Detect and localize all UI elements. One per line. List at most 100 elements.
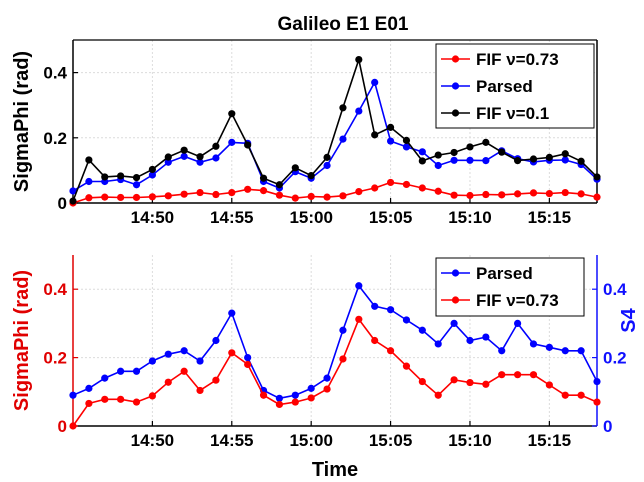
data-point (371, 302, 379, 310)
data-point (561, 391, 569, 399)
series-line (72, 284, 598, 400)
data-point (529, 340, 538, 348)
data-point (386, 137, 395, 145)
data-point (561, 150, 569, 158)
x-tick-label: 15:15 (528, 208, 571, 227)
data-point (69, 197, 77, 205)
data-point (514, 157, 522, 165)
data-point (259, 174, 268, 182)
data-point (339, 192, 347, 200)
data-point (529, 371, 538, 379)
x-tick-label: 15:10 (448, 431, 491, 450)
data-point (117, 367, 125, 375)
data-point (212, 154, 220, 162)
data-point (85, 194, 93, 202)
data-point (498, 148, 506, 156)
data-point (132, 181, 141, 189)
x-tick-label: 15:00 (289, 431, 332, 450)
data-point (466, 191, 474, 200)
data-point (323, 385, 331, 393)
data-point (466, 378, 474, 387)
data-point (402, 180, 411, 189)
chart-title: Galileo E1 E01 (278, 14, 409, 35)
data-point (85, 177, 93, 186)
x-tick-label: 14:55 (210, 431, 253, 450)
data-point (355, 107, 363, 115)
data-point (307, 192, 315, 201)
data-point (132, 193, 141, 202)
legend-box (435, 257, 585, 317)
data-point (418, 377, 426, 386)
data-point (482, 380, 490, 388)
data-point (180, 190, 188, 198)
x-axis-label: Time (312, 459, 358, 481)
data-point (545, 153, 553, 161)
y-axis-label: SigmaPhi (rad) (11, 51, 33, 192)
data-point (418, 326, 426, 334)
data-point (545, 381, 553, 389)
data-point (307, 384, 315, 392)
data-point (164, 192, 172, 200)
data-point (148, 392, 156, 400)
data-point (291, 398, 299, 406)
data-point (180, 367, 188, 375)
data-point (244, 141, 252, 149)
data-point (101, 173, 109, 181)
data-point (450, 156, 458, 164)
data-point (85, 399, 93, 408)
x-tick-label: 14:50 (131, 208, 174, 227)
data-point (148, 171, 156, 179)
x-tick-label: 14:50 (131, 431, 174, 450)
x-tick-label: 15:10 (448, 208, 491, 227)
data-point (259, 391, 268, 399)
data-point (355, 315, 363, 323)
data-point (386, 306, 395, 314)
data-point (323, 374, 331, 382)
data-point (593, 398, 601, 406)
series-line (72, 181, 598, 204)
data-point (85, 384, 93, 392)
series-line (72, 80, 598, 192)
x-tick-label: 15:05 (369, 431, 412, 450)
data-point (323, 161, 331, 170)
x-tick-label: 14:55 (210, 208, 253, 227)
data-point (101, 395, 109, 403)
data-point (466, 143, 474, 151)
data-point (339, 104, 347, 112)
data-point (101, 374, 109, 382)
data-point (275, 181, 284, 189)
data-point (180, 347, 188, 355)
data-point (132, 367, 141, 375)
data-point (482, 138, 490, 146)
data-point (371, 184, 379, 192)
legend-entry: FIF ν=0.73 (476, 291, 559, 310)
data-point (69, 422, 77, 430)
data-point (307, 394, 315, 402)
legend-swatch-marker (451, 109, 460, 117)
data-point (291, 164, 299, 172)
legend-swatch-marker (451, 82, 460, 90)
data-point (418, 148, 426, 156)
data-point (593, 377, 601, 386)
data-point (402, 362, 411, 370)
data-point (196, 357, 204, 365)
y-tick-label: 0.2 (43, 129, 67, 148)
data-point (244, 360, 252, 369)
data-point (228, 138, 236, 146)
data-point (355, 55, 363, 64)
data-point (593, 173, 601, 181)
data-point (386, 123, 395, 131)
data-point (196, 158, 204, 166)
y2-tick-label: 0 (603, 417, 612, 436)
data-point (434, 391, 442, 399)
data-point (196, 386, 204, 395)
data-point (164, 153, 172, 161)
data-point (529, 155, 538, 163)
data-point (212, 376, 220, 384)
x-tick-label: 15:15 (528, 431, 571, 450)
data-point (148, 357, 156, 365)
data-point (275, 394, 284, 402)
data-point (212, 190, 220, 199)
data-point (450, 191, 458, 199)
